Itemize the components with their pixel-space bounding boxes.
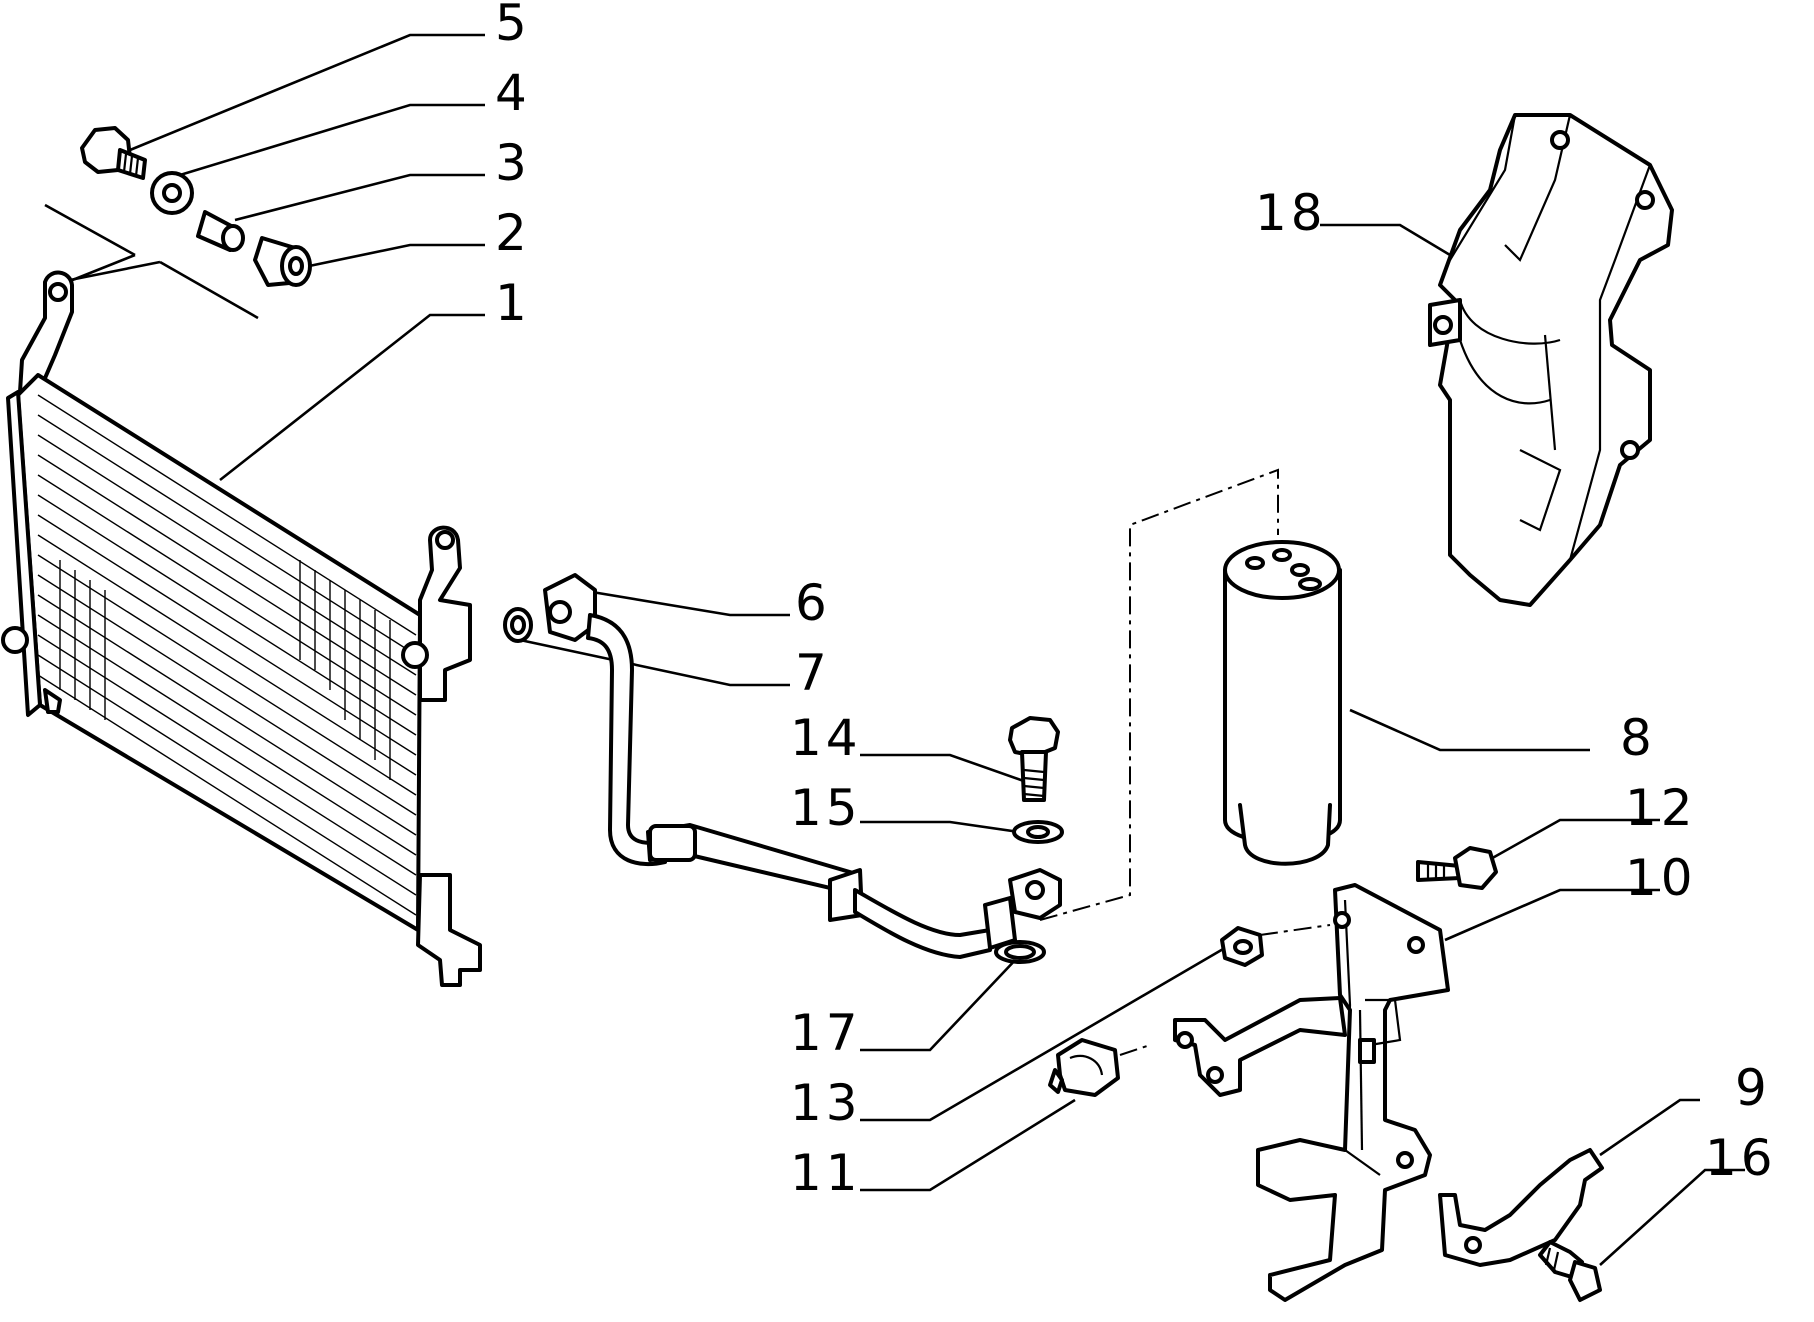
bolt-part-12 (1416, 846, 1498, 890)
strap-clamp-part-9 (1438, 1148, 1604, 1267)
callout-3: 3 (495, 134, 531, 192)
nut-part-13 (1220, 926, 1264, 967)
callout-11: 11 (790, 1144, 862, 1202)
spacer-part-3 (196, 210, 245, 252)
callout-6: 6 (795, 574, 831, 632)
washer-part-4 (150, 171, 194, 215)
callout-13: 13 (790, 1074, 862, 1132)
assembly-path-line-2 (1259, 924, 1331, 936)
support-bracket-part-18 (1428, 113, 1674, 607)
clip-part-11 (1048, 1038, 1120, 1097)
callout-4: 4 (495, 64, 531, 122)
condenser-part-1 (1, 270, 482, 987)
callout-numbers: 5 4 3 2 1 18 6 7 14 15 8 12 10 17 13 11 … (495, 0, 1777, 1202)
callout-5: 5 (495, 0, 531, 52)
callout-14: 14 (790, 709, 862, 767)
callout-18: 18 (1255, 184, 1327, 242)
assembly-path-line-3 (1119, 1044, 1151, 1056)
callout-17: 17 (790, 1004, 862, 1062)
grommet-part-2 (253, 236, 312, 287)
callout-10: 10 (1625, 849, 1697, 907)
seal-ring-part-17 (994, 940, 1046, 964)
seal-ring-part-7 (503, 607, 533, 643)
washer-part-15 (1012, 820, 1064, 844)
receiver-drier-part-8 (1223, 540, 1342, 866)
leader-lines (129, 33, 1745, 1266)
callout-1: 1 (495, 274, 531, 332)
bolt-part-14 (1008, 716, 1060, 802)
bolt-part-16 (1538, 1240, 1602, 1302)
callout-16: 16 (1705, 1129, 1777, 1187)
callout-8: 8 (1620, 709, 1656, 767)
pipe-part-6 (543, 573, 1062, 959)
callout-12: 12 (1625, 779, 1697, 837)
mounting-bracket-part-10 (1173, 883, 1450, 1302)
callout-2: 2 (495, 204, 531, 262)
callout-9: 9 (1735, 1059, 1771, 1117)
callout-7: 7 (795, 644, 831, 702)
callout-15: 15 (790, 779, 862, 837)
bolt-part-5 (80, 126, 147, 180)
